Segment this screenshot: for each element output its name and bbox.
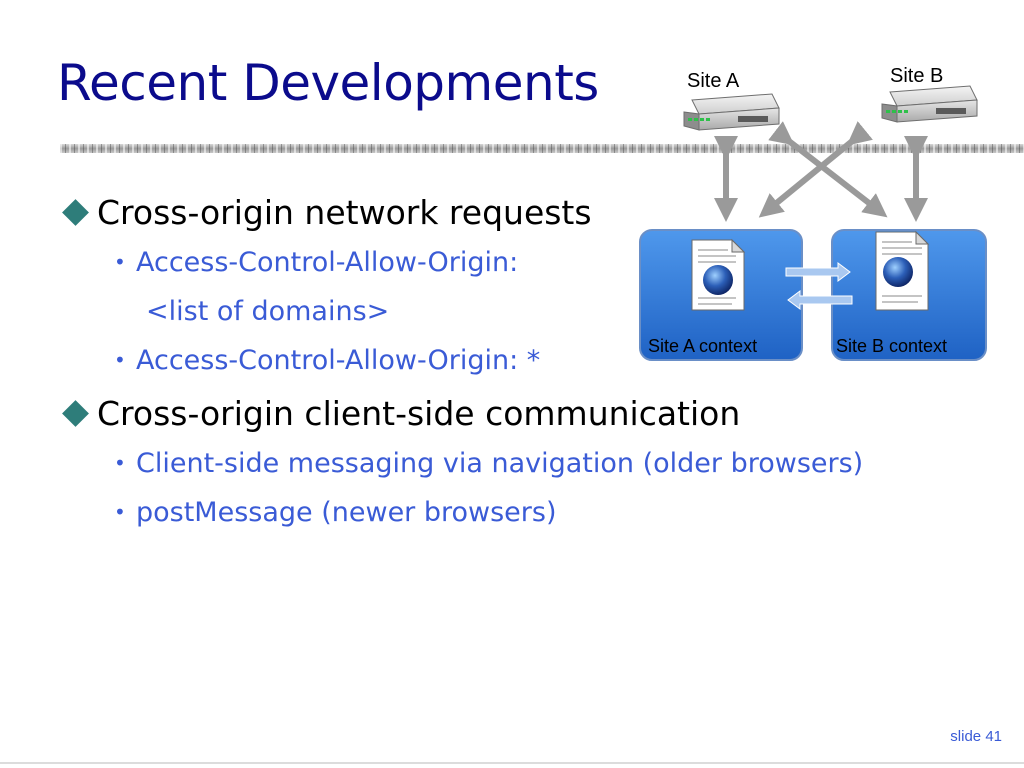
globe-icon [703,265,733,295]
context-b-box [831,229,987,361]
server-b-icon [881,85,978,123]
globe-icon [883,257,913,287]
sub-bullet-acao-star: • Access-Control-Allow-Origin: * [62,336,962,385]
document-b-icon [875,230,930,311]
diamond-bullet-icon [62,400,89,427]
arrow-site-a-context-b [768,121,888,218]
arrow-b-to-a [787,290,853,310]
context-a-box [639,229,803,361]
bullet-cross-origin-network: Cross-origin network requests [62,188,962,238]
sub-bullet-text: Client-side messaging via navigation (ol… [136,448,864,479]
bullet-text: Cross-origin client-side communication [97,394,741,433]
arrow-site-b-context-a [758,121,873,218]
dot-bullet-icon: • [114,451,126,475]
bullet-cross-origin-client: Cross-origin client-side communication [62,389,962,439]
sub-bullet-postmessage: • postMessage (newer browsers) [62,488,962,537]
context-b-label: Site B context [836,336,948,356]
slide-number: slide 41 [950,728,1002,745]
document-a-icon [691,238,746,311]
sub-bullet-text: postMessage (newer browsers) [136,497,557,528]
bullet-list: Cross-origin network requests • Access-Co… [62,188,962,537]
server-a-icon [683,93,780,131]
diagram-graphic [639,85,987,361]
sub-bullet-text: Access-Control-Allow-Origin: [136,247,519,278]
slide-title: Recent Developments [57,54,599,112]
site-a-label: Site A [687,70,740,92]
messaging-arrows [785,262,853,310]
sub-bullet-text: <list of domains> [146,296,390,327]
footer-rule [0,762,1024,764]
request-arrows [714,121,928,222]
arrow-a-to-b [785,262,851,282]
title-divider [60,144,1024,153]
sub-bullet-text: Access-Control-Allow-Origin: * [136,345,541,376]
bullet-text: Cross-origin network requests [97,193,592,232]
sub-bullet-continuation: <list of domains> [62,287,962,336]
dot-bullet-icon: • [114,250,126,274]
sub-bullet-navigation: • Client-side messaging via navigation (o… [62,439,962,488]
cross-origin-diagram: Site A Site B Site A context Site B cont… [620,60,1024,380]
diamond-bullet-icon [62,199,89,226]
dot-bullet-icon: • [114,500,126,524]
context-a-label: Site A context [648,336,758,356]
sub-bullet-acao-list: • Access-Control-Allow-Origin: [62,238,962,287]
dot-bullet-icon: • [114,348,126,372]
site-b-label: Site B [890,65,944,87]
